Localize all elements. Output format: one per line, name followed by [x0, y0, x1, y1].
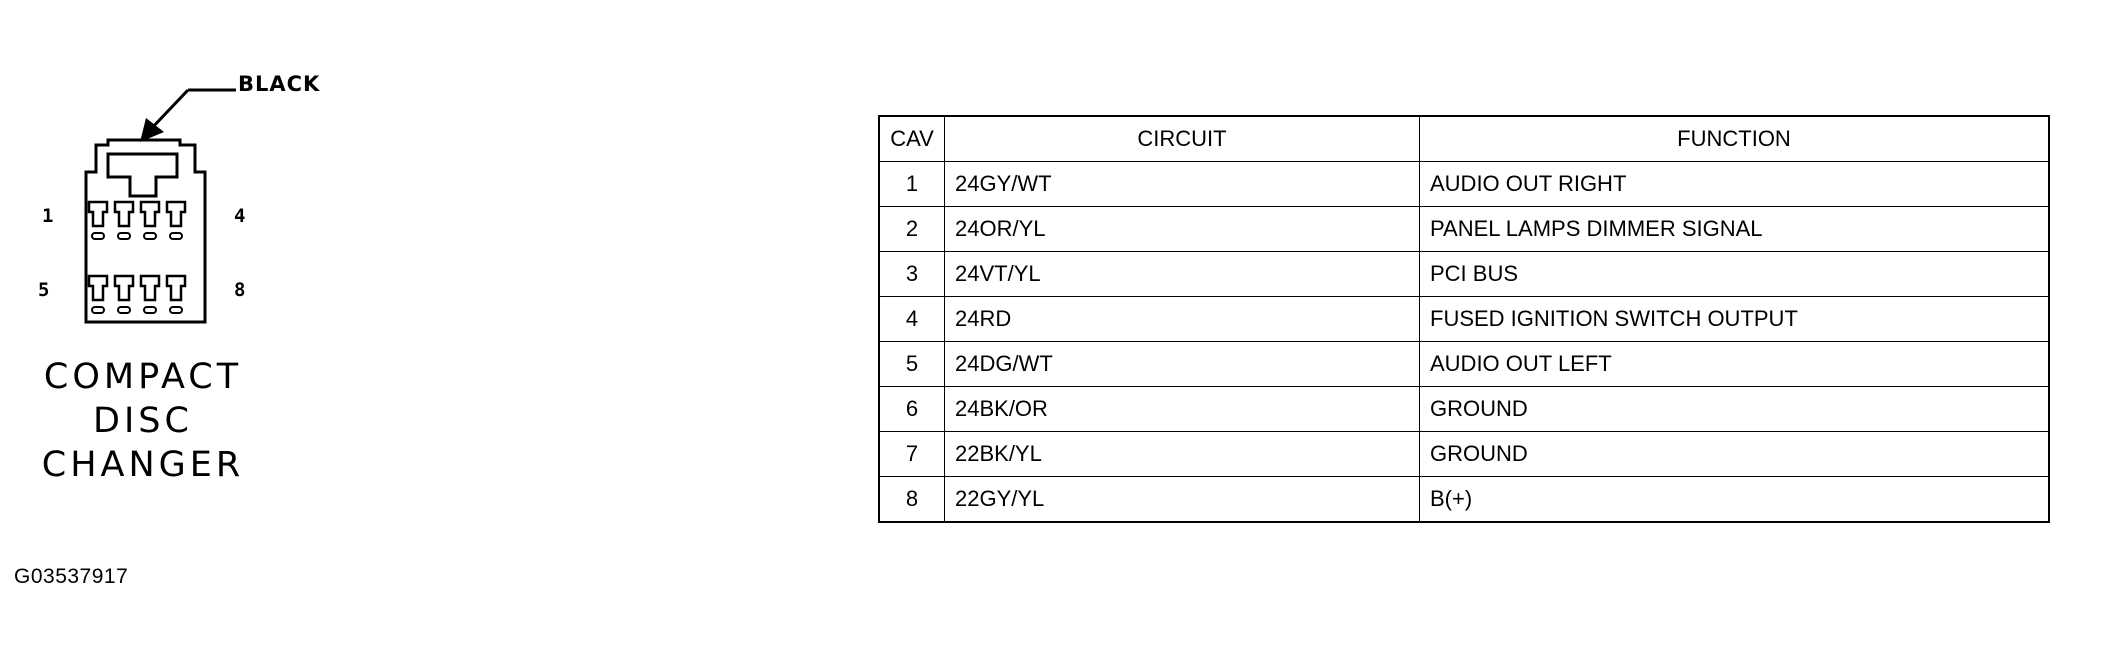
- table-row: 7 22BK/YL GROUND: [878, 431, 2050, 477]
- cavity-4: [165, 200, 187, 228]
- cell-function: AUDIO OUT LEFT: [1419, 341, 2050, 387]
- cavity-lock-3: [143, 232, 157, 240]
- cavity-5: [87, 274, 109, 302]
- table-header-row: CAV CIRCUIT FUNCTION: [878, 115, 2050, 162]
- pin-label-1: 1: [42, 205, 53, 227]
- cell-circuit: 24GY/WT: [944, 161, 1420, 207]
- pin-label-5: 5: [38, 279, 49, 301]
- cell-circuit: 22BK/YL: [944, 431, 1420, 477]
- header-function: FUNCTION: [1419, 115, 2050, 162]
- cell-function: B(+): [1419, 476, 2050, 523]
- cavity-group: [87, 200, 187, 314]
- header-circuit: CIRCUIT: [944, 115, 1420, 162]
- cavity-lock-5: [91, 306, 105, 314]
- cell-function: PANEL LAMPS DIMMER SIGNAL: [1419, 206, 2050, 252]
- cavity-6: [113, 274, 135, 302]
- caption-line-3: CHANGER: [41, 445, 245, 485]
- cavity-lock-4: [169, 232, 183, 240]
- cell-function: AUDIO OUT RIGHT: [1419, 161, 2050, 207]
- caption-line-1: COMPACT: [43, 357, 243, 397]
- cell-cav: 8: [878, 476, 945, 523]
- cell-function: PCI BUS: [1419, 251, 2050, 297]
- wire-color-label: BLACK: [238, 72, 321, 96]
- cell-circuit: 24VT/YL: [944, 251, 1420, 297]
- cavity-1: [87, 200, 109, 228]
- connector-body: [84, 138, 207, 324]
- cavity-3: [139, 200, 161, 228]
- cell-cav: 2: [878, 206, 945, 252]
- table-row: 3 24VT/YL PCI BUS: [878, 251, 2050, 297]
- leader-line-diagonal: [148, 88, 190, 132]
- cavity-2: [113, 200, 135, 228]
- header-cav: CAV: [878, 115, 945, 162]
- table-row: 6 24BK/OR GROUND: [878, 386, 2050, 432]
- cell-circuit: 24RD: [944, 296, 1420, 342]
- connector-caption: COMPACT DISC CHANGER: [18, 355, 268, 487]
- cavity-8: [165, 274, 187, 302]
- caption-line-2: DISC: [93, 401, 193, 441]
- cell-cav: 3: [878, 251, 945, 297]
- table-row: 1 24GY/WT AUDIO OUT RIGHT: [878, 161, 2050, 207]
- cell-circuit: 24BK/OR: [944, 386, 1420, 432]
- cavity-lock-8: [169, 306, 183, 314]
- table-row: 8 22GY/YL B(+): [878, 476, 2050, 523]
- table-row: 2 24OR/YL PANEL LAMPS DIMMER SIGNAL: [878, 206, 2050, 252]
- cell-cav: 1: [878, 161, 945, 207]
- cell-function: FUSED IGNITION SWITCH OUTPUT: [1419, 296, 2050, 342]
- cavity-lock-7: [143, 306, 157, 314]
- pin-label-8: 8: [234, 279, 245, 301]
- cell-cav: 6: [878, 386, 945, 432]
- cell-cav: 7: [878, 431, 945, 477]
- table-row: 5 24DG/WT AUDIO OUT LEFT: [878, 341, 2050, 387]
- connector-latch: [106, 152, 179, 198]
- cavity-lock-2: [117, 232, 131, 240]
- table-row: 4 24RD FUSED IGNITION SWITCH OUTPUT: [878, 296, 2050, 342]
- cavity-7: [139, 274, 161, 302]
- cavity-lock-6: [117, 306, 131, 314]
- leader-arrow-icon: [140, 118, 164, 142]
- pin-label-4: 4: [234, 205, 245, 227]
- cavity-lock-1: [91, 232, 105, 240]
- pinout-table: CAV CIRCUIT FUNCTION 1 24GY/WT AUDIO OUT…: [878, 115, 2050, 523]
- cell-function: GROUND: [1419, 431, 2050, 477]
- connector-diagram: 1 4 5 8 BLACK COMPACT DISC CHANGER: [0, 0, 400, 520]
- cell-circuit: 24DG/WT: [944, 341, 1420, 387]
- cell-cav: 4: [878, 296, 945, 342]
- figure-id: G03537917: [14, 565, 129, 588]
- cell-circuit: 24OR/YL: [944, 206, 1420, 252]
- connector-drawing: 1 4 5 8: [38, 88, 245, 324]
- cell-circuit: 22GY/YL: [944, 476, 1420, 523]
- cell-cav: 5: [878, 341, 945, 387]
- cell-function: GROUND: [1419, 386, 2050, 432]
